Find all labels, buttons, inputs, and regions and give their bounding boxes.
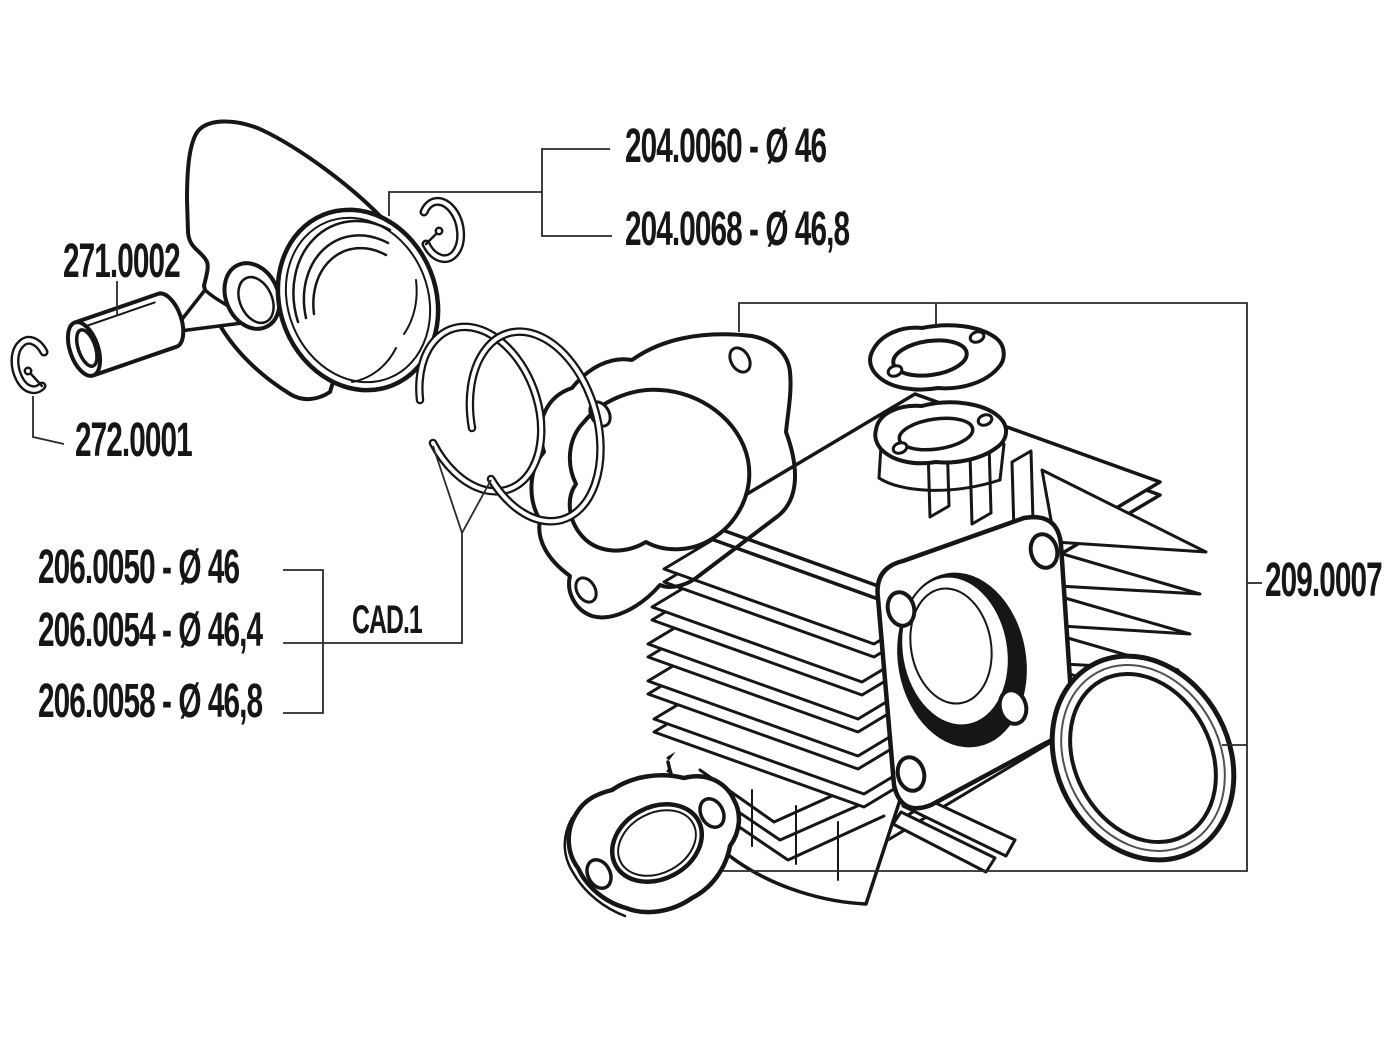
callout-rings-note: CAD.1 bbox=[352, 598, 423, 642]
callout-leader-lines bbox=[32, 148, 1262, 872]
callout-gasket-set: 209.0007 bbox=[1265, 554, 1383, 607]
callout-gudgeon-pin: 271.0002 bbox=[63, 235, 181, 288]
clip-callout-leader bbox=[32, 396, 65, 445]
piston-callout-bracket bbox=[541, 148, 612, 237]
intake-port bbox=[897, 416, 975, 452]
callout-pin-clip: 272.0001 bbox=[75, 414, 193, 467]
callout-piston-d46: 204.0060 - Ø 46 bbox=[625, 120, 827, 173]
cylinder-head-face bbox=[875, 514, 1074, 811]
callout-rings-d464: 206.0054 - Ø 46,4 bbox=[38, 604, 263, 657]
pin-circlip-drawing bbox=[10, 335, 49, 395]
intake-flange bbox=[873, 400, 1008, 492]
callout-rings-d468: 206.0058 - Ø 46,8 bbox=[38, 675, 263, 728]
exhaust-gasket-drawing bbox=[563, 773, 742, 918]
piston-rings-drawing bbox=[415, 322, 605, 526]
o-ring-drawing bbox=[1049, 653, 1237, 863]
piston-circlip-drawing bbox=[419, 196, 466, 264]
gasket-set-callout-box bbox=[723, 302, 1248, 872]
callout-rings-d46: 206.0050 - Ø 46 bbox=[38, 541, 240, 594]
gudgeon-pin-drawing bbox=[65, 291, 186, 378]
piston-drawing bbox=[170, 119, 441, 401]
rings-callout-bracket bbox=[283, 569, 324, 714]
callout-piston-d468: 204.0068 - Ø 46,8 bbox=[625, 203, 850, 256]
cylinder-drawing bbox=[646, 392, 1208, 906]
intake-gasket-drawing bbox=[868, 323, 1006, 392]
